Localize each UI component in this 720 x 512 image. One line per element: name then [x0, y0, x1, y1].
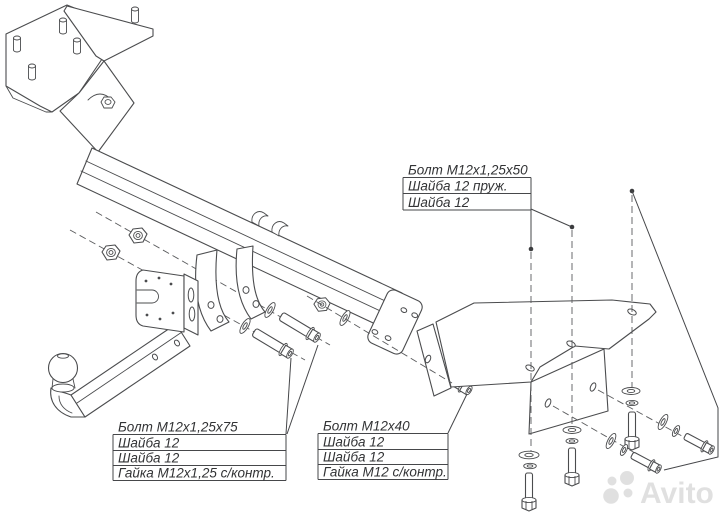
welded-stud	[131, 6, 139, 24]
welded-stud	[13, 35, 21, 53]
callout-row: Шайба 12	[408, 195, 470, 210]
ball-mount-plate	[135, 269, 199, 336]
welded-stud	[73, 37, 81, 55]
callout-row: Шайба 12	[323, 435, 385, 450]
lock-nut	[128, 227, 148, 244]
spring-washer	[670, 424, 682, 438]
callout-bolt-m12x75: Болт М12х1,25х75 Шайба 12 Шайба 12 Гайка…	[112, 420, 287, 481]
watermark-label: Avito	[640, 477, 714, 510]
flat-washer	[337, 308, 353, 328]
flat-washer	[237, 316, 253, 336]
diagonal-fasteners	[603, 412, 717, 477]
main-mounting-bracket	[5, 4, 154, 153]
callout-row: Шайба 12	[118, 436, 180, 451]
bolt-m12x75	[276, 309, 324, 346]
welded-stud	[28, 63, 36, 81]
keyhole-slot	[136, 289, 159, 304]
bolt-m12x75	[249, 325, 297, 362]
lock-nut	[101, 244, 121, 261]
avito-dots-icon	[603, 471, 634, 504]
bolt-m12x50	[624, 411, 640, 451]
callout-row: Гайка М12х1,25 с/контр.	[118, 466, 275, 481]
spring-washer	[618, 443, 630, 457]
callout-row: Болт М12х40	[323, 419, 410, 434]
m12x50-fasteners	[518, 387, 641, 512]
callout-row: Шайба 12	[323, 450, 385, 465]
ball-collar	[51, 383, 75, 393]
crossbeam	[76, 96, 403, 330]
bolt-m12x50	[681, 429, 717, 458]
callout-row: Болт М12х1,25х50	[408, 163, 528, 178]
flat-washer	[603, 431, 619, 451]
avito-watermark: Avito	[603, 471, 714, 510]
callout-row: Болт М12х1,25х75	[118, 420, 238, 435]
side-body-bracket	[416, 299, 657, 435]
callout-bolt-m12x50: Болт М12х1,25х50 Шайба 12 пруж. Шайба 12	[402, 163, 532, 211]
beam-strap-brackets	[195, 245, 266, 332]
bolt-m12x50	[564, 447, 580, 487]
beam-end-plate	[367, 289, 423, 355]
bolt-m12x50	[628, 448, 664, 477]
bolt-m12x50	[521, 472, 537, 512]
callout-bolt-m12x40: Болт М12х40 Шайба 12 Шайба 12 Гайка М12 …	[317, 419, 449, 480]
callout-row: Гайка М12 с/контр.	[323, 465, 447, 480]
flat-washer	[262, 300, 278, 320]
callout-row: Шайба 12	[118, 451, 180, 466]
callout-row: Шайба 12 пруж.	[408, 179, 508, 194]
bolt-axis-lines-front	[306, 195, 703, 466]
welded-stud	[59, 17, 67, 35]
tow-ball-arm	[47, 323, 191, 418]
leader-lines	[285, 188, 719, 471]
